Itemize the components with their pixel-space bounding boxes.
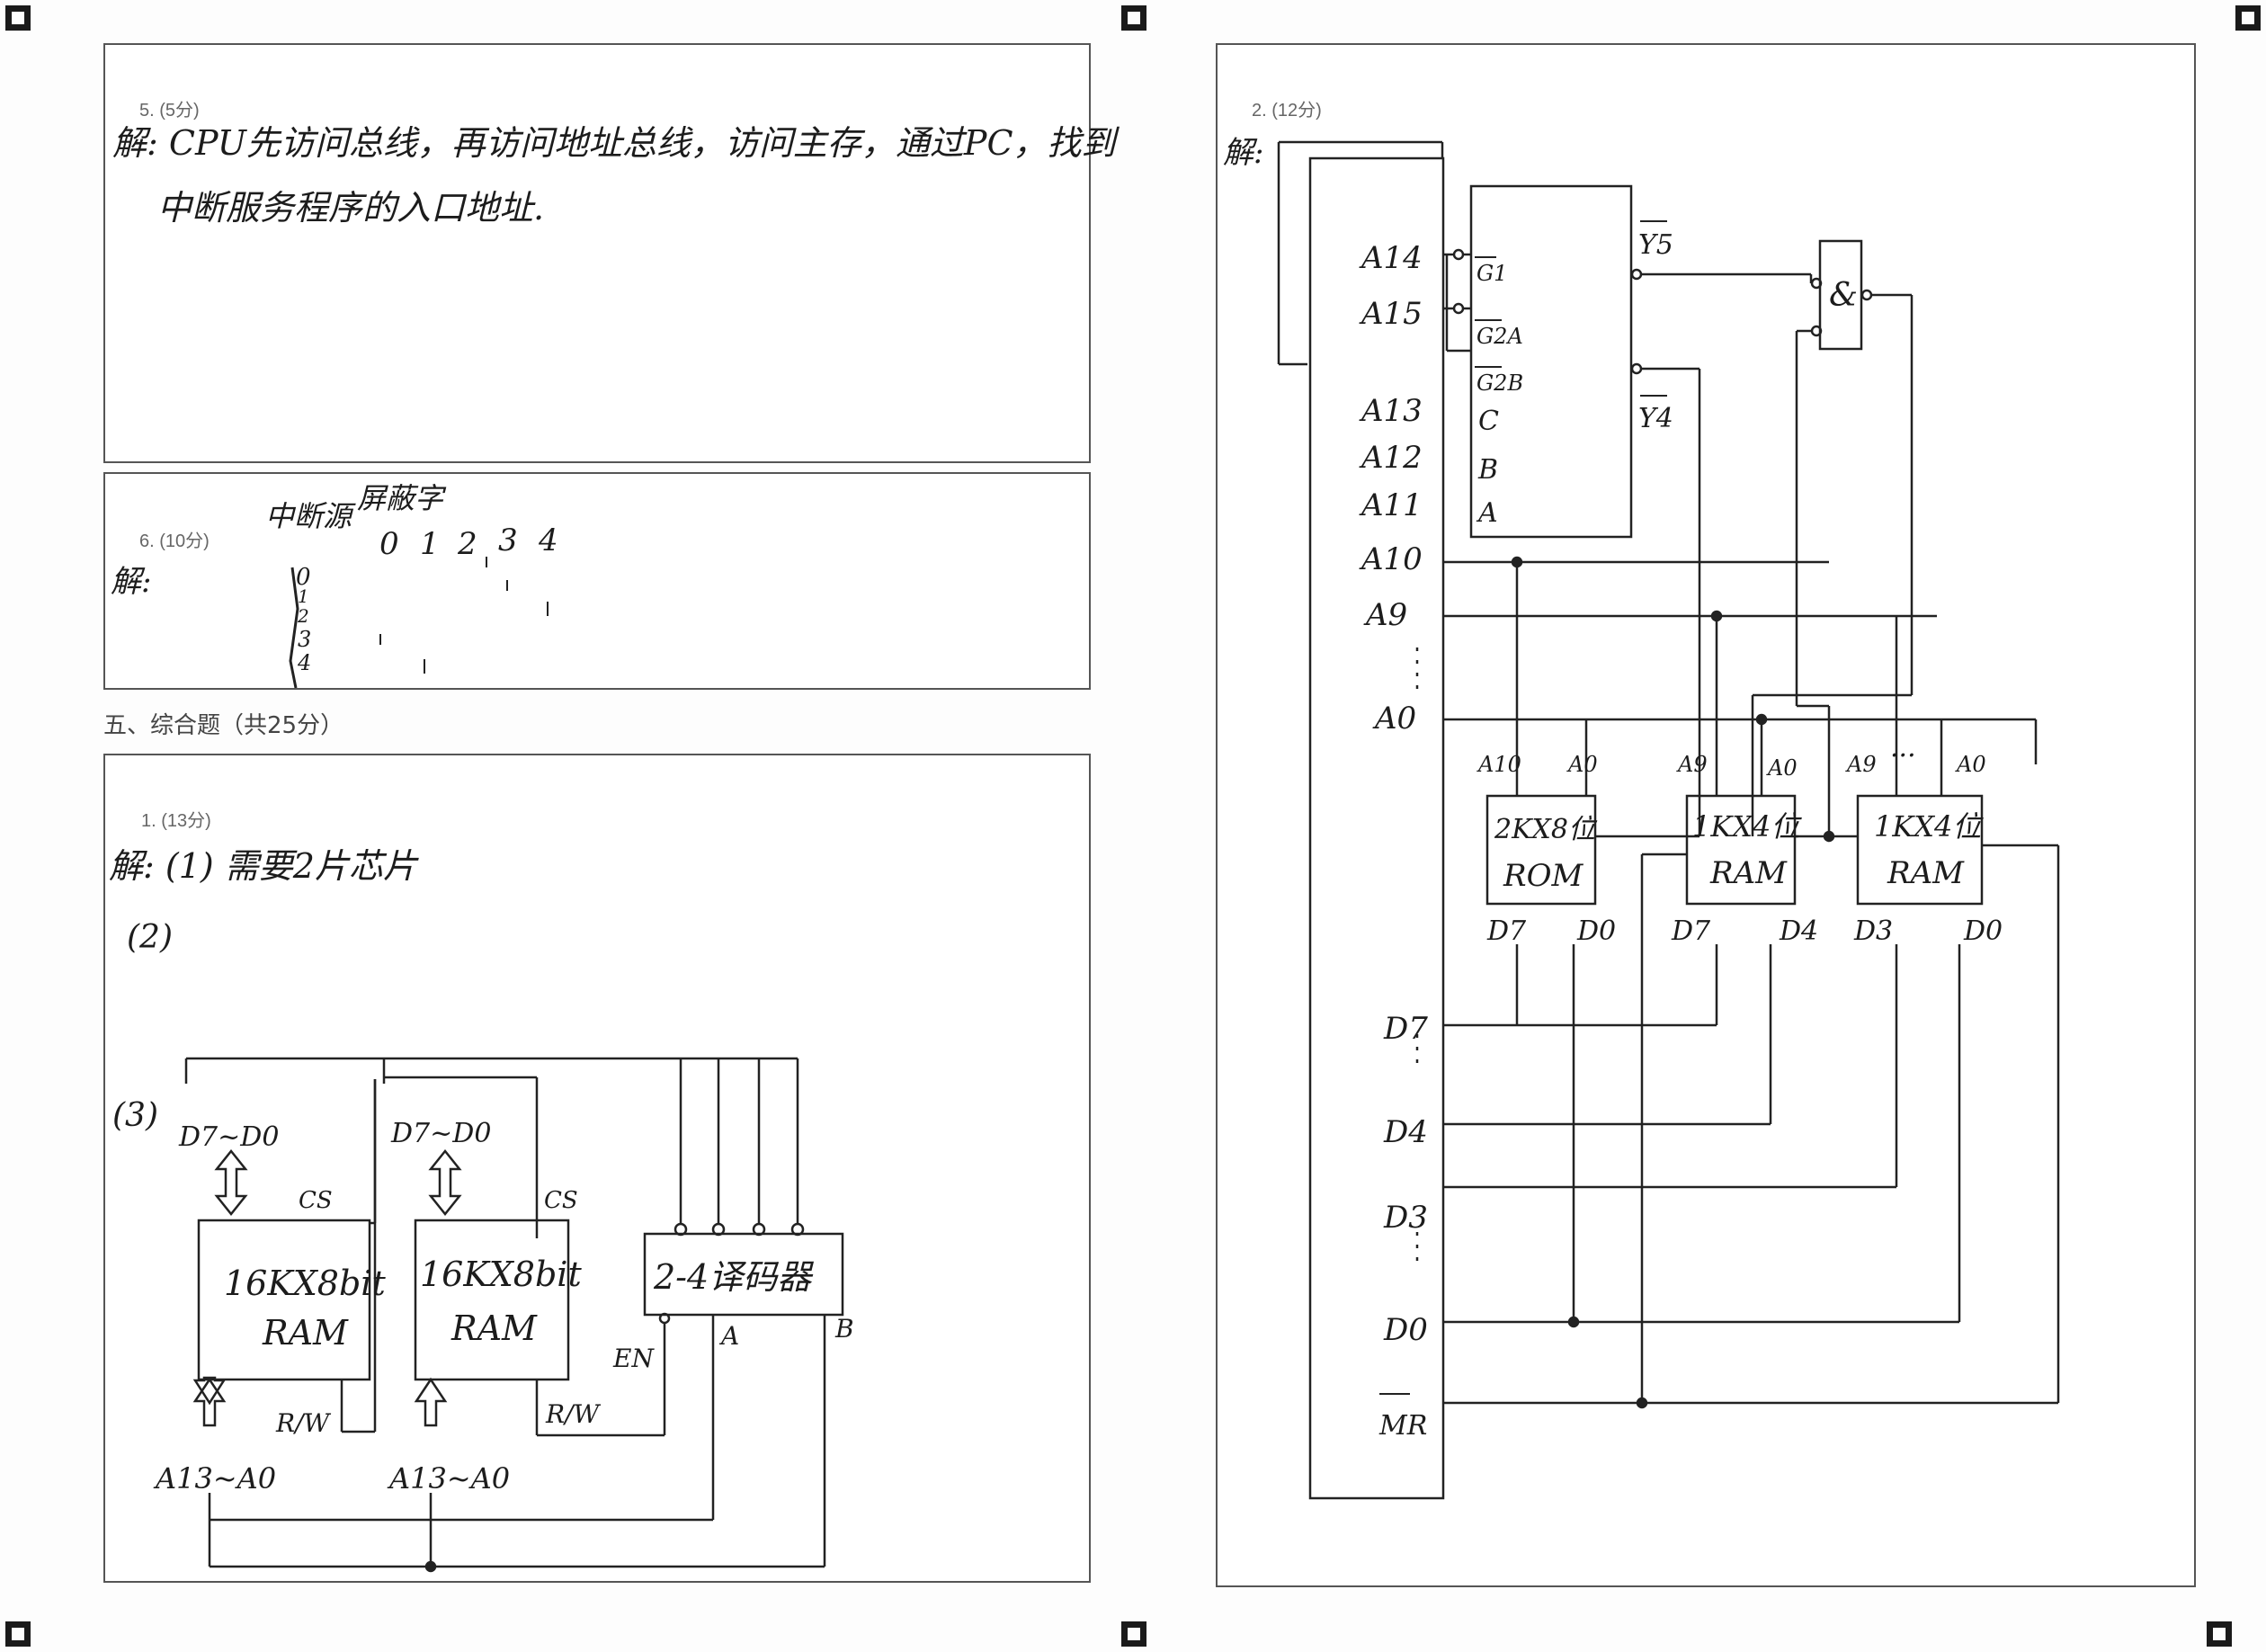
q6-label: 6. (10分): [139, 531, 210, 551]
q5-answer-line1: 解: CPU先访问总线，再访问地址总线，访问主存，通过PC，找到: [112, 123, 1116, 163]
q6-mask-bit-4: 4: [539, 522, 558, 558]
q2-pin-a: A: [1476, 497, 1498, 529]
q2-pin-g2a: G2A: [1476, 324, 1523, 349]
registration-marker-bottom-right: [2207, 1621, 2232, 1647]
q1-decoder-label: 2-4译码器: [653, 1257, 814, 1297]
q2-and-gate-symbol: &: [1829, 277, 1858, 314]
q2-data-d0: D0: [1383, 1312, 1428, 1348]
q2-ram1-a-lo: A0: [1766, 755, 1798, 781]
q6-col-source: 中断源: [265, 499, 352, 533]
q2-rom-line2: ROM: [1503, 858, 1584, 894]
q2-label: 2. (12分): [1252, 101, 1322, 121]
q2-rom-a-lo: A0: [1566, 752, 1598, 777]
q1-chip2-cs: CS: [544, 1187, 578, 1214]
q1-chip2-addr: A13~A0: [387, 1461, 510, 1496]
q6-row-3: 3: [298, 627, 312, 652]
q1-part2: (2): [127, 919, 173, 956]
q6-row-4: 4: [298, 650, 312, 675]
q2-data-d4: D4: [1383, 1114, 1428, 1150]
q1-chip1-rw: R/W: [275, 1408, 332, 1438]
q1-chip2-line1: 16KX8bit: [420, 1255, 582, 1294]
q6-row-1: 1: [298, 585, 309, 607]
q1-chip1-data-label: D7~D0: [178, 1121, 279, 1153]
q2-ram1-d-lo: D4: [1779, 915, 1818, 947]
q2-ram1-line1: 1KX4位: [1692, 809, 1802, 844]
q6-answer-prefix: 解:: [111, 564, 152, 600]
q2-ram2-line1: 1KX4位: [1874, 809, 1984, 844]
q2-ram2-a-hi: A9: [1845, 752, 1877, 777]
q2-addr-a11: A11: [1359, 487, 1423, 523]
q5-answer-box: 5. (5分) 解: CPU先访问总线，再访问地址总线，访问主存，通过PC，找到…: [103, 43, 1116, 463]
q2-rom-d-lo: D0: [1576, 915, 1616, 947]
q6-tick-marks: [289, 557, 549, 688]
q5-label: 5. (5分): [139, 101, 200, 121]
q2-pin-b: B: [1477, 454, 1498, 486]
q2-ram1-line2: RAM: [1709, 855, 1788, 891]
registration-marker-top-right: [2235, 5, 2261, 31]
q2-out-y4: Y4: [1638, 403, 1673, 434]
q2-addr-a13: A13: [1359, 393, 1423, 429]
q2-out-y5: Y5: [1638, 229, 1673, 261]
q2-ram1-a-hi: A9: [1676, 752, 1708, 777]
q2-ram2-d-hi: D3: [1853, 915, 1893, 947]
q2-rom-a-hi: A10: [1476, 752, 1521, 777]
q1-circuit-diagram: D7~D0 D7~D0 CS CS 16KX8bit RAM 16KX8bit …: [153, 1057, 854, 1573]
q6-mask-bit-3: 3: [498, 522, 518, 558]
q1-answer-box: 1. (13分) 解: (1) 需要2片芯片 (2) (3): [103, 754, 1091, 1583]
q2-data-mr: MR: [1378, 1410, 1427, 1442]
q6-col-mask: 屏蔽字: [357, 481, 444, 515]
q2-addr-a15: A15: [1359, 296, 1423, 332]
q2-addr-a14: A14: [1359, 240, 1423, 276]
q2-ram2-dots: ···: [1890, 740, 1916, 772]
q2-data-d7: D7: [1383, 1011, 1428, 1047]
q1-decoder-a: A: [718, 1321, 739, 1351]
q2-ram2-line2: RAM: [1887, 855, 1965, 891]
q5-answer-line2: 中断服务程序的入口地址.: [157, 188, 545, 228]
q2-answer-box: 2. (12分) 解:: [1216, 43, 2196, 1587]
q1-part3: (3): [112, 1097, 158, 1134]
q6-mask-bit-2: 2: [458, 526, 477, 562]
q2-answer-prefix: 解:: [1223, 135, 1264, 171]
q1-answer-line1: 解: (1) 需要2片芯片: [109, 846, 417, 886]
q6-mask-bit-0: 0: [379, 526, 399, 562]
q2-rom-line1: 2KX8位: [1494, 814, 1598, 845]
section-title: 五、综合题（共25分）: [103, 712, 344, 739]
q1-chip1-addr: A13~A0: [153, 1461, 276, 1496]
q6-row-2: 2: [298, 605, 309, 627]
q6-answer-box: 6. (10分) 解: 中断源 屏蔽字 0 1 2 3 4 0 1 2 3 4: [103, 472, 1091, 690]
q1-chip2-line2: RAM: [451, 1308, 538, 1348]
q2-addr-a0: A0: [1372, 701, 1416, 737]
registration-marker-bottom-center: [1121, 1621, 1146, 1647]
q1-chip2-data-label: D7~D0: [390, 1118, 491, 1149]
q2-circuit-diagram: A14 A15 A13 A12 A11 A10 A9 A0 G1 G2A G2B…: [1277, 140, 2060, 1500]
q2-pin-g1: G1: [1476, 261, 1507, 286]
q2-data-d3: D3: [1383, 1200, 1428, 1236]
q2-ram2-a-lo: A0: [1955, 752, 1986, 777]
q6-row-0: 0: [296, 564, 311, 591]
q1-decoder-en: EN: [612, 1344, 655, 1373]
q1-chip2-rw: R/W: [545, 1399, 602, 1429]
registration-marker-top-left: [5, 5, 31, 31]
q1-decoder-b: B: [834, 1314, 854, 1344]
q2-rom-d-hi: D7: [1486, 915, 1527, 947]
registration-marker-top-center: [1121, 5, 1146, 31]
q2-addr-a12: A12: [1359, 440, 1423, 476]
q1-chip1-line1: 16KX8bit: [224, 1264, 386, 1303]
q1-chip1-cs: CS: [299, 1187, 333, 1214]
q2-pin-c: C: [1478, 406, 1499, 437]
q2-ram1-d-hi: D7: [1671, 915, 1711, 947]
q2-addr-a9: A9: [1363, 597, 1407, 633]
registration-marker-bottom-left: [5, 1621, 31, 1647]
q1-chip1-line2: RAM: [262, 1313, 349, 1353]
q2-ram2-d-lo: D0: [1963, 915, 2003, 947]
q1-label: 1. (13分): [141, 811, 211, 831]
q6-mask-bit-1: 1: [420, 526, 440, 562]
q2-pin-g2b: G2B: [1476, 371, 1523, 396]
q2-addr-a10: A10: [1359, 541, 1423, 577]
